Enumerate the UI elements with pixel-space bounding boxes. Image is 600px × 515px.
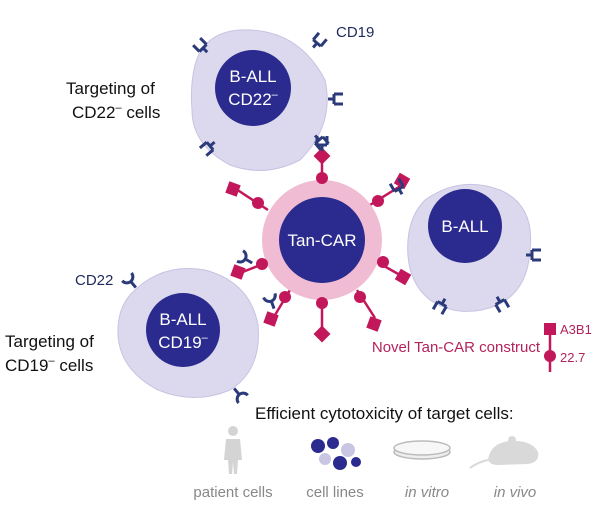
cytotoxicity-title: Efficient cytotoxicity of target cells:	[255, 404, 514, 423]
mouse-icon	[469, 436, 539, 469]
tancar-nucleus	[279, 197, 365, 283]
car-construct-icon	[225, 147, 412, 343]
cell-bottom-line2: CD19–	[158, 332, 208, 352]
cell-right-label: B-ALL	[441, 217, 488, 236]
construct-legend: A3B1 22.7 Novel Tan-CAR construct	[372, 322, 592, 372]
targeting-top-line2: CD22– cells	[72, 102, 160, 122]
cell-right: B-ALL	[407, 183, 543, 316]
tancar-label: Tan-CAR	[288, 231, 357, 250]
targeting-top-line1: Targeting of	[66, 79, 155, 98]
in-vitro-label: in vitro	[405, 484, 449, 501]
cd22-label: CD22	[75, 272, 113, 289]
human-figure-icon	[224, 426, 242, 474]
nucleus	[428, 189, 502, 263]
in-vivo-label: in vivo	[494, 484, 537, 501]
tancar-cell: Tan-CAR	[225, 134, 412, 343]
targeting-bottom-line1: Targeting of	[5, 332, 94, 351]
targeting-bottom-line2: CD19– cells	[5, 355, 93, 375]
patient-cells-label: patient cells	[193, 484, 272, 501]
cell-top: B-ALL CD22–	[190, 29, 345, 171]
cell-top-line1: B-ALL	[229, 67, 276, 86]
a3b1-square-icon	[544, 323, 556, 335]
cd19-label: CD19	[336, 24, 374, 41]
nucleus	[146, 293, 220, 367]
nucleus	[215, 50, 291, 126]
cell-bottom: B-ALL CD19–	[117, 267, 259, 405]
cell-top-line2: CD22–	[228, 89, 278, 109]
22-7-label: 22.7	[560, 350, 585, 365]
22-7-circle-icon	[544, 350, 556, 362]
cell-bottom-line1: B-ALL	[159, 310, 206, 329]
cell-lines-label: cell lines	[306, 484, 364, 501]
petri-dish-icon	[393, 440, 451, 460]
a3b1-label: A3B1	[560, 322, 592, 337]
construct-title: Novel Tan-CAR construct	[372, 339, 541, 356]
cell-cluster-icon	[311, 437, 361, 470]
